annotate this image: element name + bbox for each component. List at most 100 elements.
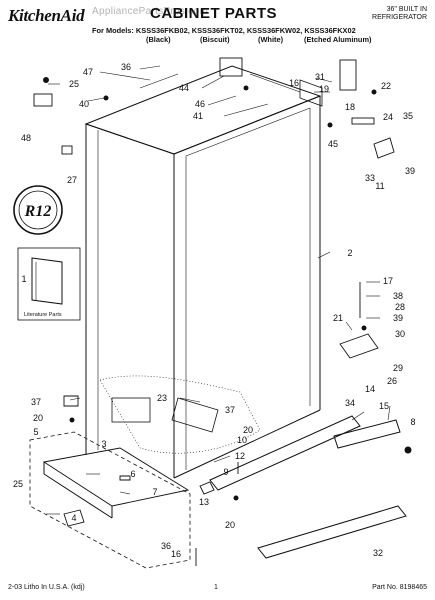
callout-30: 30 bbox=[394, 329, 406, 339]
callout-47: 46 bbox=[194, 99, 206, 109]
callout-25-bottom: 25 bbox=[12, 479, 24, 489]
header: KitchenAid AppliancePartsPros.com CABINE… bbox=[0, 0, 435, 52]
hinge-icon bbox=[339, 59, 357, 91]
callout-40: 39 bbox=[404, 166, 416, 176]
page-title: CABINET PARTS bbox=[150, 5, 278, 22]
callout-1: 1 bbox=[21, 274, 27, 284]
callout-18: 18 bbox=[344, 102, 356, 112]
callout-9: 9 bbox=[223, 467, 229, 477]
clip-icon bbox=[61, 145, 73, 155]
callout-23: 23 bbox=[156, 393, 168, 403]
callout-20-mid: 20 bbox=[242, 425, 254, 435]
callout-32: 32 bbox=[372, 548, 384, 558]
callout-20-left: 20 bbox=[32, 413, 44, 423]
spacer-icon bbox=[119, 475, 131, 481]
base-assembly bbox=[29, 431, 191, 569]
bracket-icon bbox=[199, 481, 215, 495]
callout-38: 37 bbox=[30, 397, 42, 407]
pin-icon bbox=[351, 117, 375, 125]
toe-strip bbox=[257, 505, 407, 559]
callout-24: 24 bbox=[382, 112, 394, 122]
callout-39-b: 39 bbox=[392, 313, 404, 323]
callout-39-a: 38 bbox=[392, 291, 404, 301]
hinge-bracket-icon bbox=[219, 57, 243, 77]
callout-16-top: 16 bbox=[288, 78, 300, 88]
literature-parts-label: Literature Parts bbox=[24, 312, 62, 318]
callout-6: 6 bbox=[130, 469, 136, 479]
screw-icon bbox=[243, 85, 249, 91]
callout-31: 31 bbox=[314, 72, 326, 82]
callout-25-top: 25 bbox=[68, 79, 80, 89]
callout-41: 40 bbox=[78, 99, 90, 109]
screw-icon bbox=[103, 95, 109, 101]
footer-litho: 2-03 Litho In U.S.A. (kdj) bbox=[8, 584, 85, 591]
callout-44: 41 bbox=[192, 111, 204, 121]
callout-10: 10 bbox=[236, 435, 248, 445]
callout-36: 36 bbox=[160, 541, 172, 551]
callout-37-mid: 37 bbox=[224, 405, 236, 415]
models-line: For Models: KSSS36FKB02, KSSS36FKT02, KS… bbox=[92, 26, 356, 35]
footer: 2-03 Litho In U.S.A. (kdj) 1 Part No. 81… bbox=[0, 580, 435, 596]
callout-16-bottom: 16 bbox=[170, 549, 182, 559]
callout-14: 14 bbox=[364, 384, 376, 394]
callout-4: 4 bbox=[71, 513, 77, 523]
hinge-plate-icon bbox=[339, 333, 379, 359]
literature-book-icon bbox=[31, 257, 63, 305]
footer-part-number: Part No. 8198465 bbox=[372, 584, 427, 591]
callout-29: 29 bbox=[392, 363, 404, 373]
callout-45: 44 bbox=[178, 83, 190, 93]
screw-icon bbox=[43, 77, 49, 83]
callout-48: 47 bbox=[82, 67, 94, 77]
callout-26: 26 bbox=[386, 376, 398, 386]
callout-2: 2 bbox=[347, 248, 353, 258]
callout-11: 11 bbox=[375, 181, 385, 191]
callout-19: 19 bbox=[318, 84, 330, 94]
callout-15: 15 bbox=[378, 401, 390, 411]
callout-13: 13 bbox=[198, 497, 210, 507]
cabinet-box bbox=[84, 65, 323, 479]
callout-3: 3 bbox=[101, 439, 107, 449]
footer-page-number: 1 bbox=[214, 584, 218, 591]
callout-22: 22 bbox=[380, 81, 392, 91]
machine-compartment bbox=[99, 375, 261, 454]
bottom-rail bbox=[209, 415, 361, 491]
r12-stamp-icon bbox=[13, 185, 63, 235]
refrigerator-type: 36" BUILT IN REFRIGERATOR bbox=[372, 6, 427, 21]
screw-icon bbox=[233, 495, 239, 501]
leveler-icon bbox=[63, 509, 85, 527]
brand-logo: KitchenAid bbox=[8, 6, 85, 25]
literature-box bbox=[17, 247, 81, 321]
screw-icon bbox=[361, 325, 367, 331]
callout-12: 12 bbox=[234, 451, 246, 461]
callout-17: 17 bbox=[382, 276, 394, 286]
variant-biscuit: (Biscuit) bbox=[200, 35, 230, 44]
callout-28: 28 bbox=[394, 302, 406, 312]
side-rail bbox=[333, 419, 401, 449]
callout-8: 8 bbox=[410, 417, 416, 427]
watermark: AppliancePartsPros.com bbox=[92, 6, 209, 17]
variant-black: (Black) bbox=[146, 35, 171, 44]
model-variants: (Black) (Biscuit) (White) (Etched Alumin… bbox=[146, 35, 435, 45]
callout-5: 5 bbox=[33, 427, 39, 437]
clip-icon bbox=[63, 395, 79, 407]
callout-49: 48 bbox=[20, 133, 32, 143]
callout-21: 21 bbox=[332, 313, 344, 323]
callout-7: 7 bbox=[152, 487, 158, 497]
callout-27: 27 bbox=[66, 175, 78, 185]
screw-icon bbox=[371, 89, 377, 95]
r12-stamp-text: R12 bbox=[24, 203, 52, 220]
variant-white: (White) bbox=[258, 35, 284, 44]
bracket-icon bbox=[33, 93, 53, 107]
callout-33: 33 bbox=[364, 173, 376, 183]
bracket-icon bbox=[373, 137, 395, 159]
cap-icon bbox=[404, 446, 412, 454]
callout-20-bottom: 20 bbox=[224, 520, 236, 530]
callout-34: 34 bbox=[344, 398, 356, 408]
callout-35: 35 bbox=[402, 111, 414, 121]
screw-icon bbox=[327, 122, 333, 128]
callout-37: 36 bbox=[120, 62, 132, 72]
variant-etched-aluminum: (Etched Aluminum) bbox=[304, 35, 372, 44]
screw-icon bbox=[69, 417, 75, 423]
callout-46: 45 bbox=[327, 139, 339, 149]
